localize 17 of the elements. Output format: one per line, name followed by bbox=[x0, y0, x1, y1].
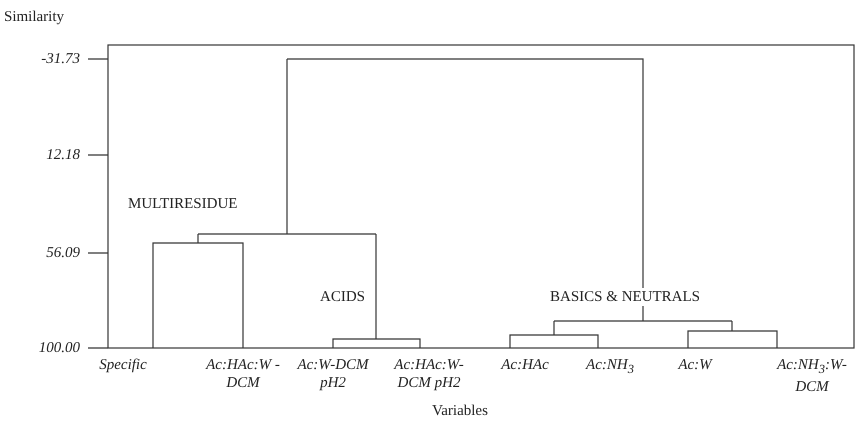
axis-title: Variables bbox=[431, 402, 489, 420]
tick-label: -31.73 bbox=[40, 50, 80, 68]
leaf-label: Ac:NH$_{3}$ bbox=[584, 356, 635, 378]
group-label: ACIDS bbox=[320, 288, 366, 306]
tick-label: 12.18 bbox=[45, 146, 80, 164]
group-label: MULTIRESIDUE bbox=[128, 195, 238, 213]
axis-title: Similarity bbox=[4, 8, 64, 26]
group-label: BASICS & NEUTRALS bbox=[548, 288, 702, 306]
leaf-label: Ac:NH$_{3}$:W-DCM bbox=[775, 356, 848, 396]
leaf-label: Ac:HAc:W-DCM pH2 bbox=[392, 356, 465, 392]
leaf-label: Ac:W-DCM pH2 bbox=[296, 356, 370, 392]
leaf-label: Ac:HAc:W -DCM bbox=[204, 356, 281, 392]
leaf-label: Specific bbox=[98, 356, 148, 374]
tick-label: 100.00 bbox=[38, 339, 80, 357]
leaf-label: Ac:HAc bbox=[500, 356, 550, 374]
leaf-label: Ac:W bbox=[676, 356, 714, 374]
tick-label: 56.09 bbox=[45, 244, 80, 262]
